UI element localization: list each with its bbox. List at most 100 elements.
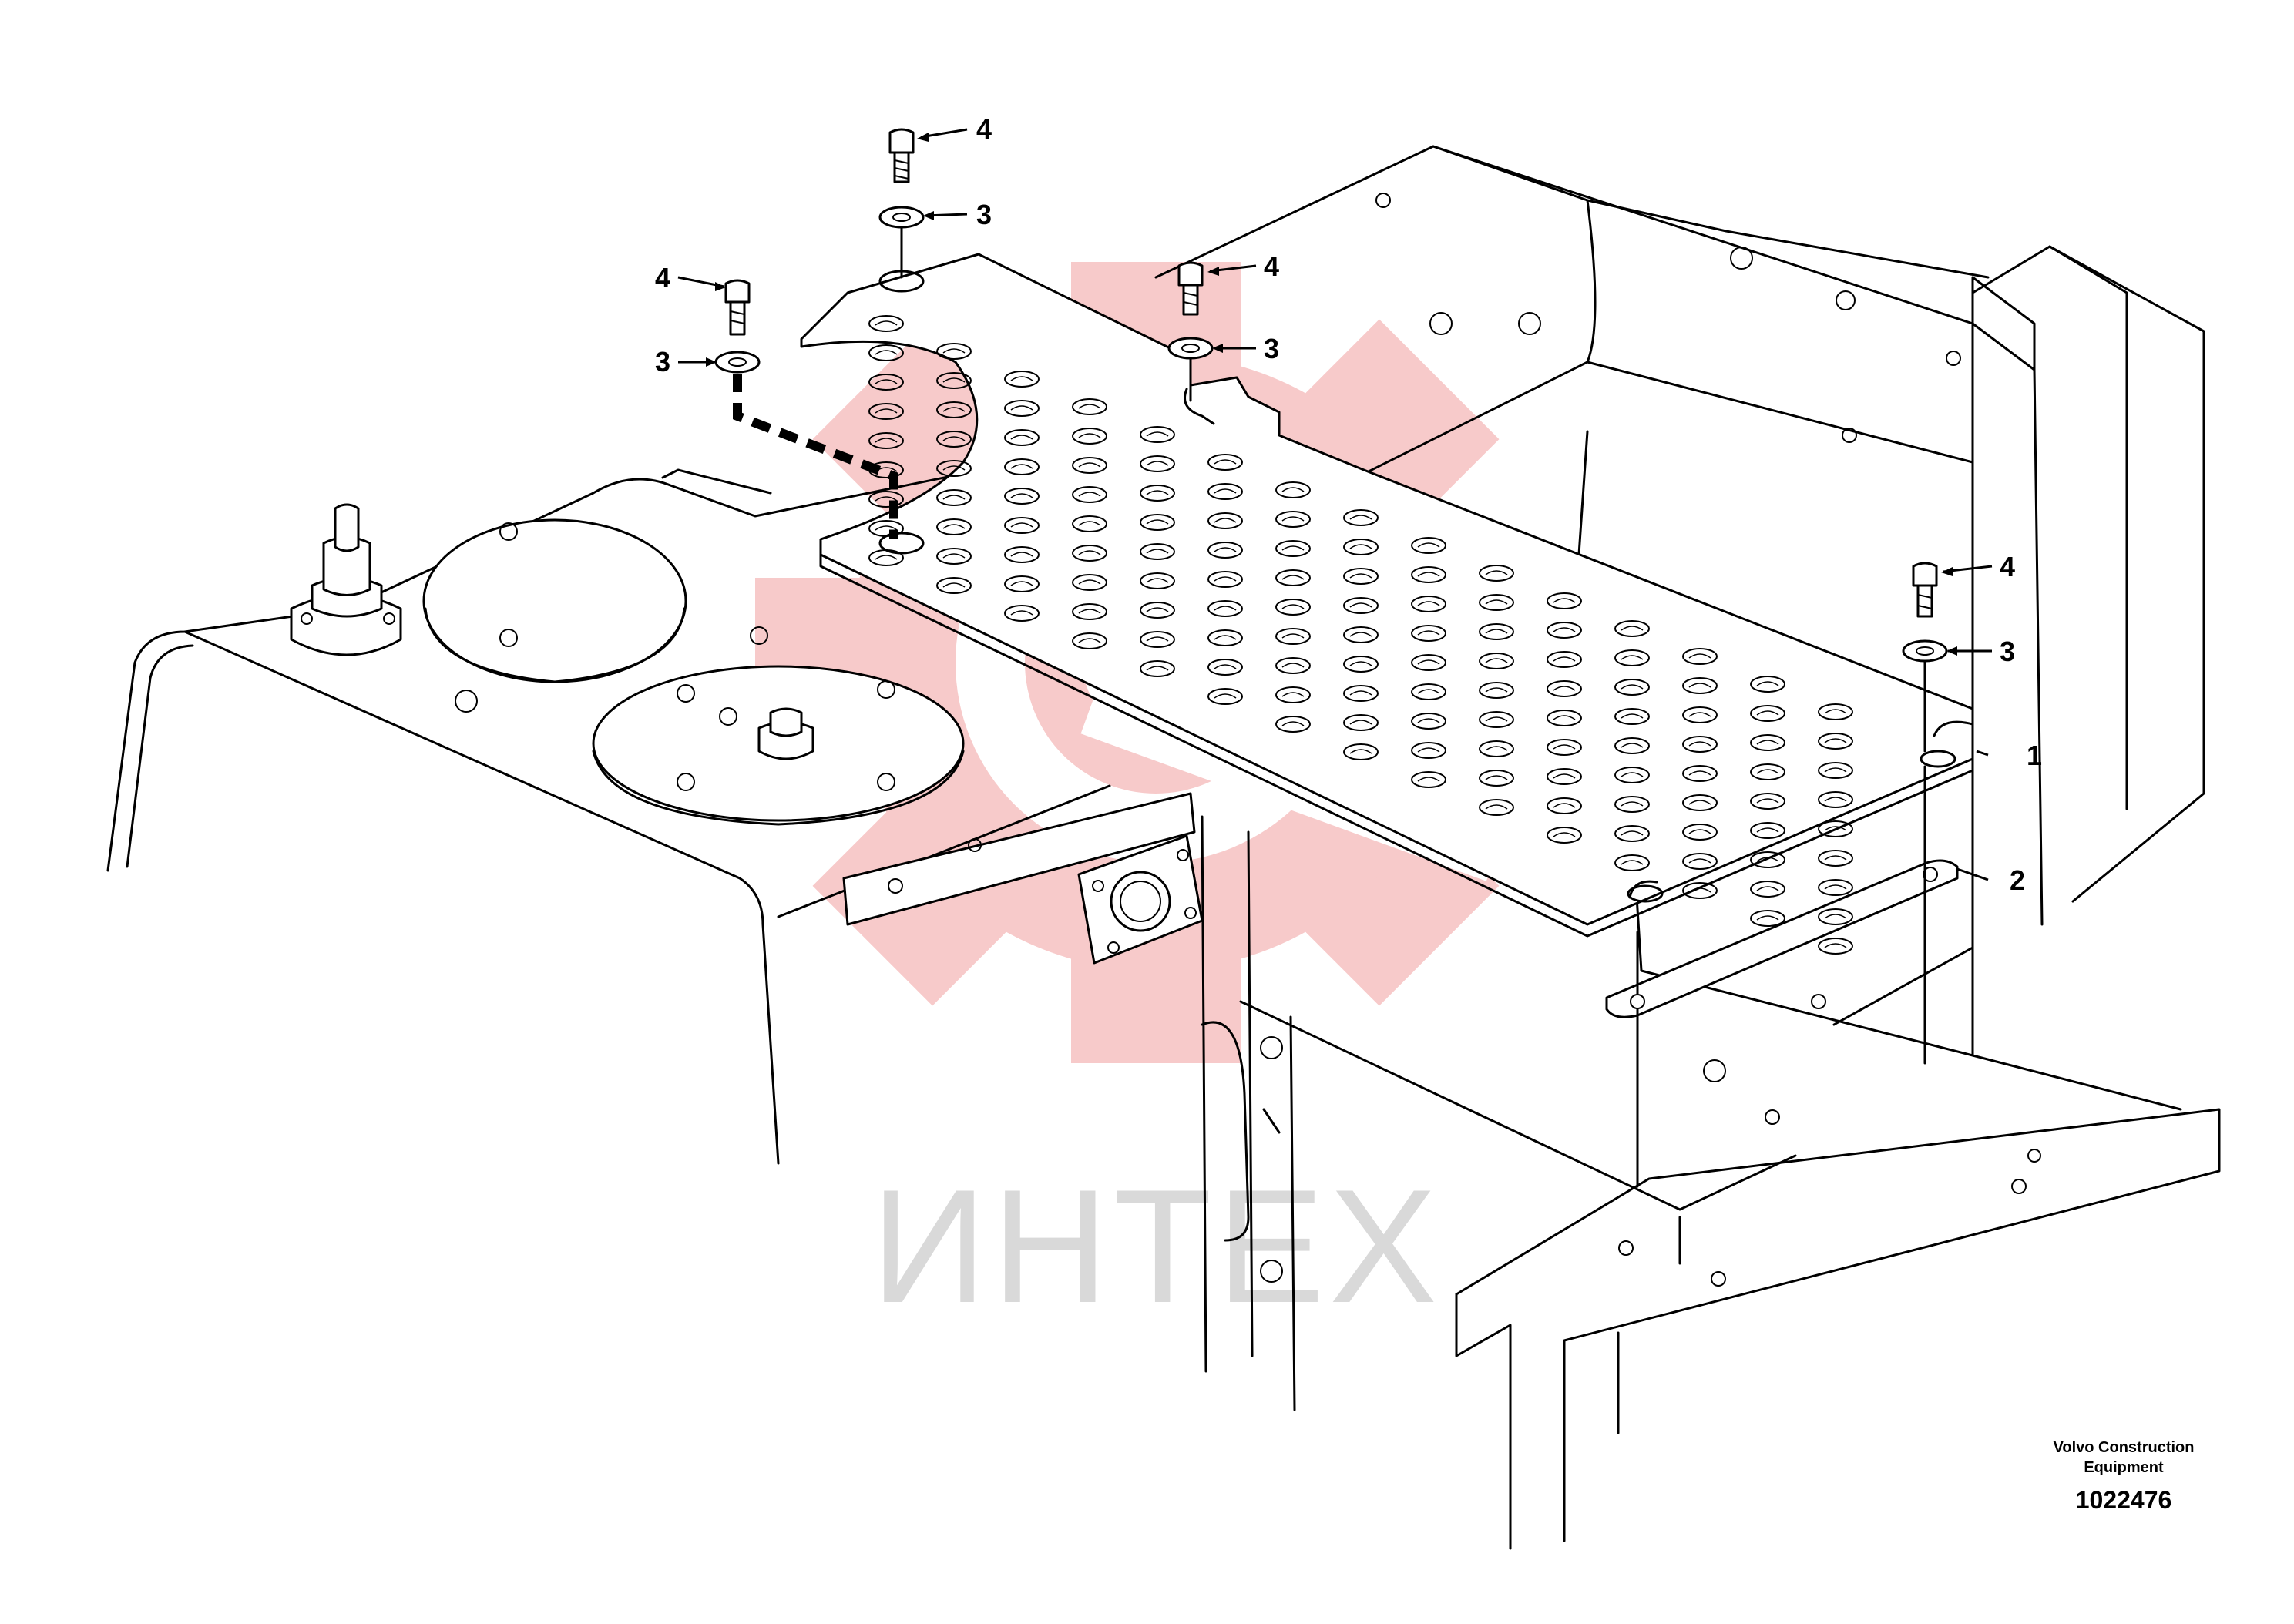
callout-plate: 1 — [2027, 740, 2042, 771]
perforation-hole — [1682, 853, 1718, 870]
perforation-hole-edge — [942, 377, 966, 383]
perforation-hole — [1140, 514, 1175, 531]
perforation-hole-edge — [1621, 626, 1644, 631]
perforation-hole — [1207, 688, 1243, 705]
perforation-hole — [1682, 765, 1718, 782]
perforation-hole-edge — [875, 438, 898, 443]
perforation-hole-edge — [1281, 516, 1305, 522]
perforation-hole — [936, 548, 972, 565]
perforation-hole-edge — [1078, 404, 1101, 409]
perforation-hole-edge — [1349, 690, 1372, 696]
company-name-line2: Equipment — [2084, 1459, 2164, 1476]
perforation-hole — [936, 401, 972, 418]
perforation-hole-edge — [1281, 487, 1305, 492]
perforation-hole-edge — [1281, 545, 1305, 551]
perforation-hole — [1750, 822, 1785, 839]
perforation-hole — [1207, 629, 1243, 646]
perforation-hole — [1207, 542, 1243, 559]
perforation-hole — [1547, 827, 1582, 844]
perforation-hole — [1818, 820, 1853, 837]
perforation-hole — [1614, 620, 1650, 637]
perforation-hole-edge — [1824, 826, 1847, 831]
perforation-hole-edge — [1010, 493, 1033, 498]
perforation-hole — [1682, 706, 1718, 723]
perforation-hole-edge — [875, 408, 898, 414]
perforation-hole — [1275, 540, 1311, 557]
perforation-hole — [1004, 605, 1040, 622]
perforation-hole-edge — [1621, 743, 1644, 748]
part-number: 1022476 — [2076, 1486, 2172, 1514]
perforation-hole-edge — [875, 496, 898, 502]
perforation-hole — [1547, 768, 1582, 785]
perforation-hole — [936, 460, 972, 477]
perforation-hole-edge — [1214, 518, 1237, 523]
perforation-hole-edge — [942, 495, 966, 500]
perforation-hole-edge — [1146, 636, 1169, 642]
perforation-hole-edge — [1688, 712, 1711, 717]
perforation-hole — [1818, 850, 1853, 867]
perforation-hole-edge — [1485, 775, 1508, 780]
perforation-hole — [1004, 575, 1040, 592]
perforation-hole — [1547, 622, 1582, 639]
perforation-hole-edge — [1688, 741, 1711, 747]
perforation-hole — [1411, 683, 1446, 700]
perforation-hole-edge — [1417, 542, 1440, 548]
perforation-hole — [1072, 486, 1107, 503]
perforation-hole — [1614, 708, 1650, 725]
perforation-hole-edge — [1281, 721, 1305, 726]
perforation-hole — [1140, 572, 1175, 589]
perforation-hole — [1275, 716, 1311, 733]
perforation-hole — [1818, 703, 1853, 720]
perforation-hole-edge — [1146, 607, 1169, 612]
perforation-hole-edge — [942, 465, 966, 471]
perforation-hole-edge — [1349, 720, 1372, 725]
perforation-hole — [1411, 625, 1446, 642]
perforation-hole — [1479, 711, 1514, 728]
perforation-hole-edge — [942, 436, 966, 441]
perforation-hole — [868, 374, 904, 391]
perforation-hole-edge — [942, 553, 966, 559]
perforation-hole-edge — [1621, 684, 1644, 690]
perforation-hole-edge — [1688, 770, 1711, 776]
perforation-hole-edge — [1824, 738, 1847, 743]
perforation-hole — [1207, 659, 1243, 676]
perforation-hole — [1547, 651, 1582, 668]
perforation-hole-edge — [1621, 860, 1644, 865]
fastener-bolt-top-left — [888, 128, 915, 183]
perforation-hole-edge — [1417, 689, 1440, 694]
perforation-hole — [1004, 371, 1040, 388]
perforation-hole-edge — [1621, 713, 1644, 719]
perforation-hole — [1004, 400, 1040, 417]
perforation-hole-edge — [1824, 914, 1847, 919]
perforation-hole-edge — [1485, 804, 1508, 810]
perforation-hole — [1207, 600, 1243, 617]
perforation-hole — [1614, 825, 1650, 842]
perforation-hole-edge — [1824, 797, 1847, 802]
perforation-hole-edge — [1824, 855, 1847, 861]
perforation-hole — [1343, 626, 1379, 643]
perforation-hole — [1682, 736, 1718, 753]
perforation-hole — [936, 577, 972, 594]
perforation-hole-edge — [1349, 632, 1372, 637]
perforation-hole-edge — [875, 525, 898, 531]
perforation-hole — [1411, 566, 1446, 583]
perforation-hole-edge — [1078, 433, 1101, 438]
perforation-hole-edge — [1824, 943, 1847, 948]
perforation-hole — [1140, 485, 1175, 502]
perforation-hole-edge — [1553, 627, 1576, 632]
perforation-hole — [868, 520, 904, 537]
perforation-hole — [1682, 882, 1718, 899]
perforation-hole-edge — [1553, 656, 1576, 662]
perforation-hole-edge — [1146, 549, 1169, 554]
perforation-hole — [868, 549, 904, 566]
company-name-line1: Volvo Construction — [2054, 1439, 2195, 1456]
perforation-hole-edge — [1756, 769, 1779, 774]
callout-bolt-top-left: 4 — [976, 113, 992, 145]
perforation-hole-edge — [1688, 829, 1711, 834]
callout-bolt-right: 4 — [2000, 551, 2015, 582]
perforation-hole — [1750, 793, 1785, 810]
filter-cap — [290, 503, 402, 656]
perforation-hole — [1343, 539, 1379, 555]
perforation-hole-edge — [1214, 635, 1237, 640]
